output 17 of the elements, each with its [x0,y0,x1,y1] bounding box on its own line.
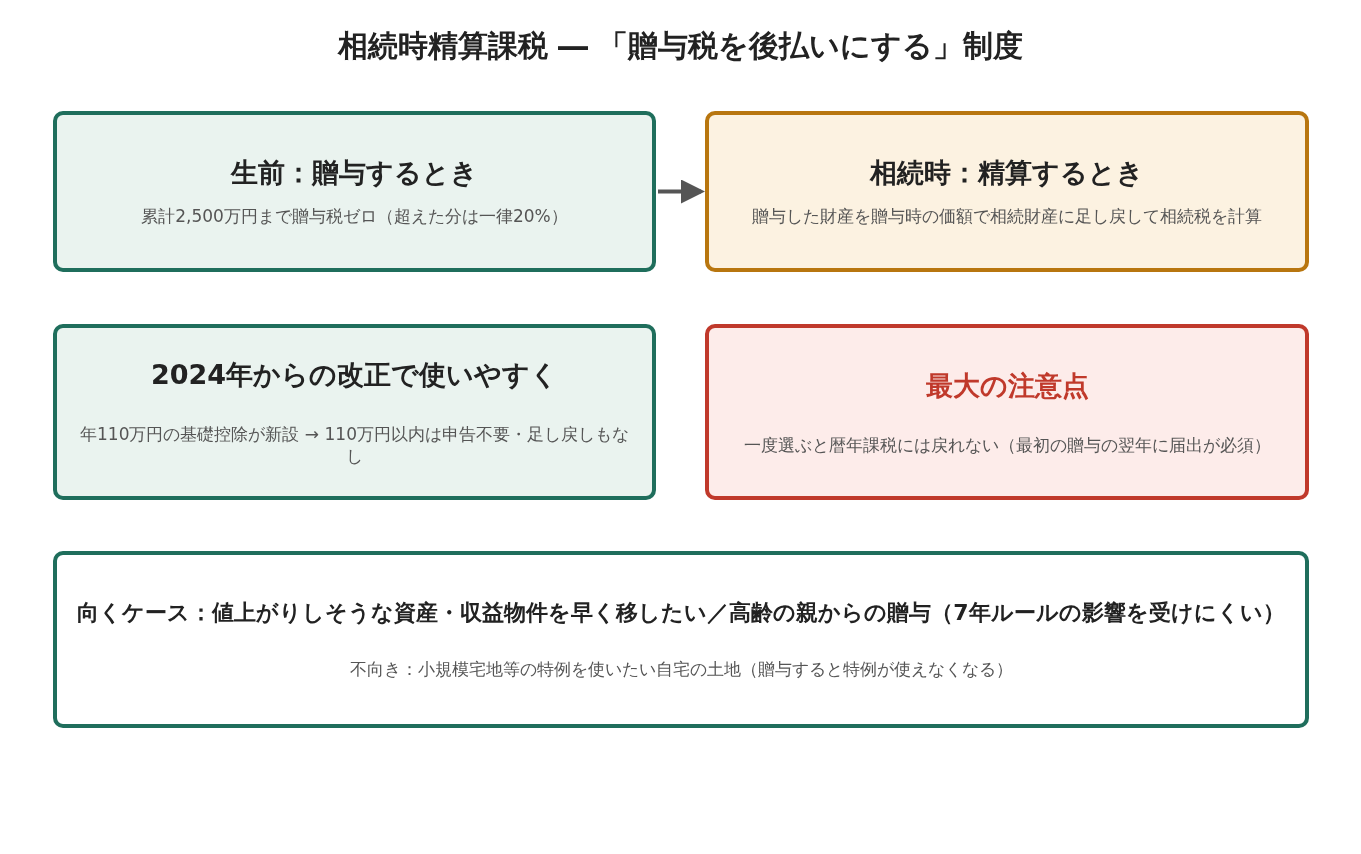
info-card [705,111,1309,272]
card-heading: 最大の注意点 [925,368,1089,403]
card-body-text: 贈与した財産を贈与時の価額で相続財産に足し戻して相続税を計算 [751,205,1263,228]
card-body-text: 一度選ぶと暦年課税には戻れない（最初の贈与の翌年に届出が必須） [742,433,1272,457]
card-heading: 相続時：精算するとき [870,156,1144,191]
arrow [658,179,705,204]
info-card [53,111,656,272]
info-card [705,324,1309,500]
card-body-text: 不向き：小規模宅地等の特例を使いたい自宅の土地（贈与すると特例が使えなくなる） [348,658,1014,681]
diagram-title: 相続時精算課税 ― 「贈与税を後払いにする」制度 [336,27,1025,65]
info-card [53,551,1309,728]
card-body-text: 累計2,500万円まで贈与税ゼロ（超えた分は一律20%） [140,205,569,228]
info-card [53,324,656,500]
card-heading: 向くケース：値上がりしそうな資産・収益物件を早く移したい／高齢の親からの贈与（7年ルールの影響を受けにくい） [76,599,1286,628]
card-heading: 2024年からの改正で使いやすく [150,357,559,392]
card-body-text: 年110万円の基礎控除が新設 → 110万円以内は申告不要・足し戻しもなし [79,422,630,468]
card-heading: 生前：贈与するとき [231,156,478,191]
